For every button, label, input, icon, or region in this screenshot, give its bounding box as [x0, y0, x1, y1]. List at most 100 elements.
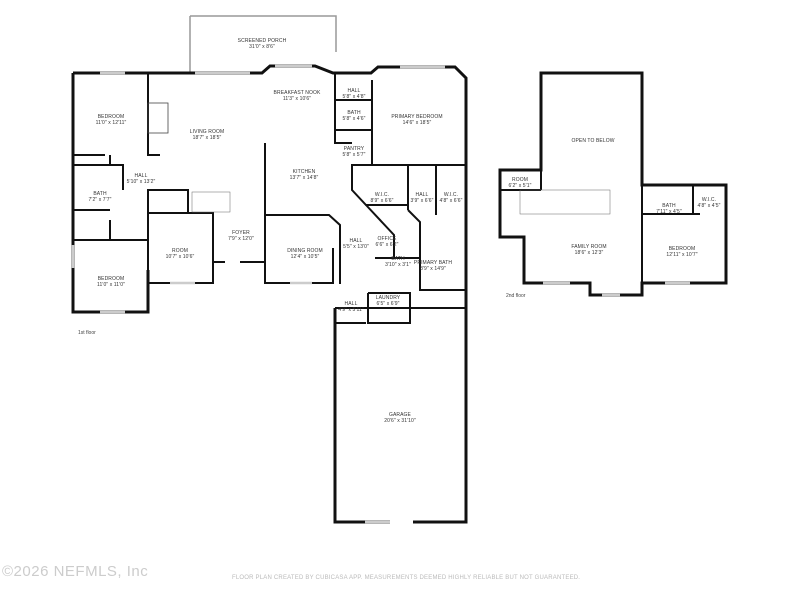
room-name: ROOM: [172, 248, 188, 254]
room-name: OPEN TO BELOW: [571, 138, 615, 144]
room-name: OFFICE: [377, 236, 397, 242]
room-name: LIVING ROOM: [189, 129, 225, 135]
room-dimensions: 5'8" x 4'6": [342, 116, 366, 122]
room-dimensions: 5'8" x 4'8": [342, 94, 366, 100]
room-name: W.I.C.: [701, 197, 717, 203]
room-dimensions: 10'7" x 10'6": [165, 254, 195, 260]
room-name: LAUNDRY: [375, 295, 401, 301]
watermark: ©2026 NEFMLS, Inc: [2, 563, 149, 580]
room-dimensions: 14'6" x 18'5": [402, 120, 432, 126]
room-name: HALL: [134, 173, 148, 179]
room-name: PRIMARY BATH: [413, 260, 453, 266]
room-dimensions: 31'0" x 8'6": [249, 44, 275, 50]
floor2-windows: [543, 281, 690, 297]
room-dimensions: 7'11" x 4'5": [656, 209, 682, 215]
room-label: OPEN TO BELOW: [571, 138, 614, 144]
room-name: HALL: [344, 301, 358, 307]
floor2-walls: [498, 71, 728, 297]
room-dimensions: 11'0" x 12'11": [95, 120, 127, 126]
floor1-walls: [71, 15, 468, 524]
room-dimensions: 5'10" x 13'2": [126, 179, 156, 185]
room-label: W.I.C.4'8" x 4'5": [698, 197, 721, 209]
room-dimensions: 7'2" x 7'7": [88, 197, 112, 203]
floor2-label: 2nd floor: [506, 293, 526, 299]
room-name: GARAGE: [388, 412, 411, 418]
room-name: FAMILY ROOM: [571, 244, 607, 250]
room-dimensions: 4'9" x 5'11": [338, 307, 364, 313]
room-name: DINING ROOM: [287, 248, 323, 254]
room-dimensions: 11'0" x 11'0": [97, 282, 125, 288]
room-dimensions: 12'11" x 10'7": [666, 252, 698, 258]
room-dimensions: 5'8" x 5'7": [342, 152, 366, 158]
room-dimensions: 4'8" x 4'5": [697, 203, 721, 209]
room-name: BATH: [662, 203, 676, 209]
room-dimensions: 20'6" x 31'10": [384, 418, 416, 424]
room-name: ROOM: [512, 177, 528, 183]
room-name: BEDROOM: [97, 114, 125, 120]
room-label: W.I.C.8'9" x 6'6": [371, 192, 394, 204]
room-name: BATH: [391, 256, 405, 262]
room-name: FOYER: [232, 230, 250, 236]
room-name: PANTRY: [343, 146, 365, 152]
room-dimensions: 13'7" x 14'8": [289, 175, 319, 181]
disclaimer: FLOOR PLAN CREATED BY CUBICASA APP. MEAS…: [232, 575, 581, 581]
room-name: HALL: [349, 238, 363, 244]
room-dimensions: 18'6" x 12'3": [574, 250, 604, 256]
floor1-windows: [71, 64, 445, 524]
room-dimensions: 11'3" x 10'6": [282, 96, 312, 102]
room-dimensions: 6'5" x 6'9": [376, 301, 400, 307]
room-dimensions: 3'9" x 6'6": [410, 198, 434, 204]
room-dimensions: 12'4" x 10'5": [290, 254, 320, 260]
room-dimensions: 18'7" x 18'5": [192, 135, 222, 141]
room-name: BEDROOM: [668, 246, 696, 252]
room-dimensions: 6'6" x 6'2": [375, 242, 399, 248]
room-name: HALL: [415, 192, 429, 198]
room-dimensions: 6'2" x 5'1": [508, 183, 532, 189]
room-dimensions: 3'10" x 3'1": [385, 262, 411, 268]
room-name: PRIMARY BEDROOM: [391, 114, 443, 120]
room-dimensions: 4'8" x 6'6": [439, 198, 463, 204]
room-dimensions: 7'9" x 12'0": [228, 236, 254, 242]
room-label: W.I.C.4'8" x 6'6": [440, 192, 463, 204]
room-name: W.I.C.: [443, 192, 459, 198]
room-name: KITCHEN: [292, 169, 316, 175]
room-name: BATH: [93, 191, 107, 197]
room-name: BATH: [347, 110, 361, 116]
room-name: BEDROOM: [97, 276, 125, 282]
room-dimensions: 8'9" x 14'9": [420, 266, 446, 272]
room-dimensions: 5'5" x 13'0": [343, 244, 369, 250]
room-name: SCREENED PORCH: [237, 38, 287, 44]
room-name: W.I.C.: [374, 192, 390, 198]
floor1-label: 1st floor: [78, 330, 96, 336]
room-name: BREAKFAST NOOK: [273, 90, 321, 96]
room-dimensions: 8'9" x 6'6": [370, 198, 394, 204]
